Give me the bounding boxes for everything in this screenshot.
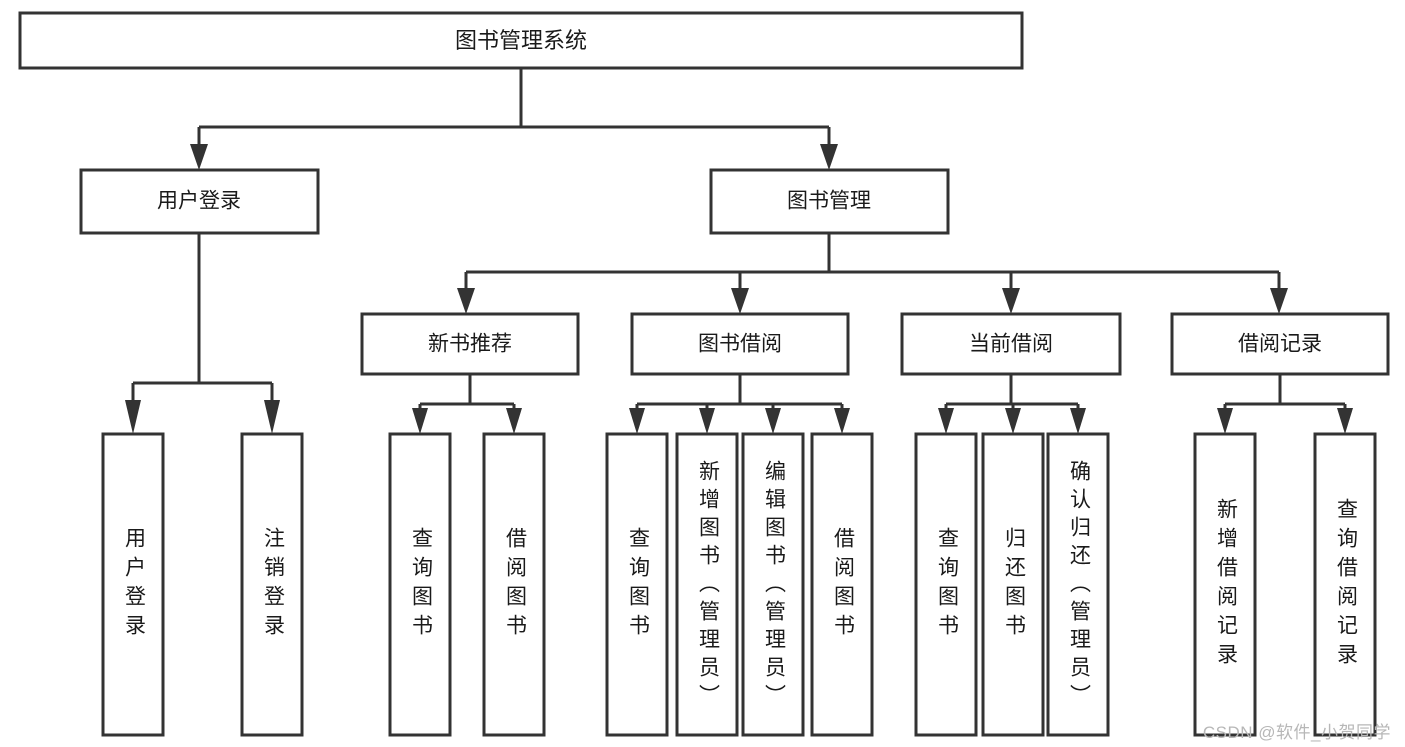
node-user-login[interactable]: 用户登录 [79,168,320,235]
node-root[interactable]: 图书管理系统 [18,11,1024,70]
node-leaf-user-login[interactable]: 用户登录 [101,432,165,737]
arrowhead-leaf-user-login [125,400,141,434]
node-leaf-borrow-book-2-box[interactable] [810,432,874,737]
node-new-books-label: 新书推荐 [428,333,512,356]
arrowhead-user-login [190,144,208,170]
node-book-borrow-label: 图书借阅 [698,333,782,356]
node-new-books[interactable]: 新书推荐 [360,312,580,376]
arrowhead-leaf-query-book-1 [412,408,428,434]
node-new-books-box[interactable] [360,312,580,376]
node-book-mgmt-box[interactable] [709,168,950,235]
arrowhead-book-borrow [731,288,749,314]
connector-layer [125,68,1353,434]
node-leaf-add-record[interactable]: 新增借阅记录 [1193,432,1257,737]
node-leaf-user-login-label: 用户登录 [122,527,146,643]
arrowhead-leaf-query-book-3 [938,408,954,434]
arrowhead-leaf-edit-book [765,408,781,434]
node-borrow-record-label: 借阅记录 [1238,333,1322,356]
node-leaf-add-book-box[interactable] [675,432,739,737]
node-leaf-query-book-1-label: 查询图书 [409,527,433,643]
node-leaf-query-book-1[interactable]: 查询图书 [388,432,452,737]
node-current-borrow-label: 当前借阅 [969,333,1053,356]
node-leaf-logout-box[interactable] [240,432,304,737]
node-leaf-query-book-3-label: 查询图书 [935,527,959,643]
node-leaf-logout-label: 注销登录 [261,527,285,643]
arrowhead-leaf-borrow-book-2 [834,408,850,434]
node-current-borrow[interactable]: 当前借阅 [900,312,1122,376]
node-leaf-borrow-book-1-box[interactable] [482,432,546,737]
arrowhead-new-books [457,288,475,314]
node-borrow-record[interactable]: 借阅记录 [1170,312,1390,376]
node-leaf-borrow-book-1[interactable]: 借阅图书 [482,432,546,737]
node-user-login-box[interactable] [79,168,320,235]
node-leaf-query-book-3[interactable]: 查询图书 [914,432,978,737]
node-leaf-query-record-box[interactable] [1313,432,1377,737]
arrowhead-leaf-query-record [1337,408,1353,434]
node-user-login-label: 用户登录 [157,190,241,213]
arrowhead-leaf-borrow-book-1 [506,408,522,434]
arrowhead-leaf-return-book [1005,408,1021,434]
node-book-mgmt-label: 图书管理 [787,190,871,213]
arrowhead-leaf-add-record [1217,408,1233,434]
node-leaf-query-book-1-box[interactable] [388,432,452,737]
node-leaf-edit-book[interactable]: 编辑图书（管理员） [741,432,805,737]
node-leaf-add-record-label: 新增借阅记录 [1214,498,1238,672]
node-leaf-return-book-label: 归还图书 [1002,527,1026,643]
node-leaf-borrow-book-2[interactable]: 借阅图书 [810,432,874,737]
node-leaf-add-record-box[interactable] [1193,432,1257,737]
arrowhead-leaf-confirm-return [1070,408,1086,434]
node-leaf-return-book[interactable]: 归还图书 [981,432,1045,737]
node-leaf-query-book-2[interactable]: 查询图书 [605,432,669,737]
node-root-label: 图书管理系统 [455,28,587,53]
node-leaf-query-book-2-label: 查询图书 [626,527,650,643]
node-leaf-borrow-book-1-label: 借阅图书 [503,527,527,643]
arrowhead-leaf-add-book [699,408,715,434]
arrowhead-leaf-query-book-2 [629,408,645,434]
node-leaf-query-book-2-box[interactable] [605,432,669,737]
node-leaf-user-login-box[interactable] [101,432,165,737]
node-leaf-edit-book-label: 编辑图书（管理员） [762,460,786,712]
arrowhead-current-borrow [1002,288,1020,314]
node-leaf-logout[interactable]: 注销登录 [240,432,304,737]
node-borrow-record-box[interactable] [1170,312,1390,376]
node-current-borrow-box[interactable] [900,312,1122,376]
node-leaf-query-record[interactable]: 查询借阅记录 [1313,432,1377,737]
node-leaf-query-record-label: 查询借阅记录 [1334,498,1358,672]
node-book-borrow[interactable]: 图书借阅 [630,312,850,376]
node-leaf-confirm-return-box[interactable] [1046,432,1110,737]
node-book-borrow-box[interactable] [630,312,850,376]
arrowhead-book-mgmt [820,144,838,170]
arrowhead-borrow-record [1270,288,1288,314]
node-leaf-add-book-label: 新增图书（管理员） [696,460,720,712]
node-leaf-edit-book-box[interactable] [741,432,805,737]
node-leaf-borrow-book-2-label: 借阅图书 [831,527,855,643]
node-leaf-confirm-return[interactable]: 确认归还（管理员） [1046,432,1110,737]
node-leaf-add-book[interactable]: 新增图书（管理员） [675,432,739,737]
node-leaf-return-book-box[interactable] [981,432,1045,737]
node-leaf-confirm-return-label: 确认归还（管理员） [1067,460,1091,712]
node-root-box[interactable] [18,11,1024,70]
arrowhead-leaf-logout [264,400,280,434]
node-book-mgmt[interactable]: 图书管理 [709,168,950,235]
node-leaf-query-book-3-box[interactable] [914,432,978,737]
